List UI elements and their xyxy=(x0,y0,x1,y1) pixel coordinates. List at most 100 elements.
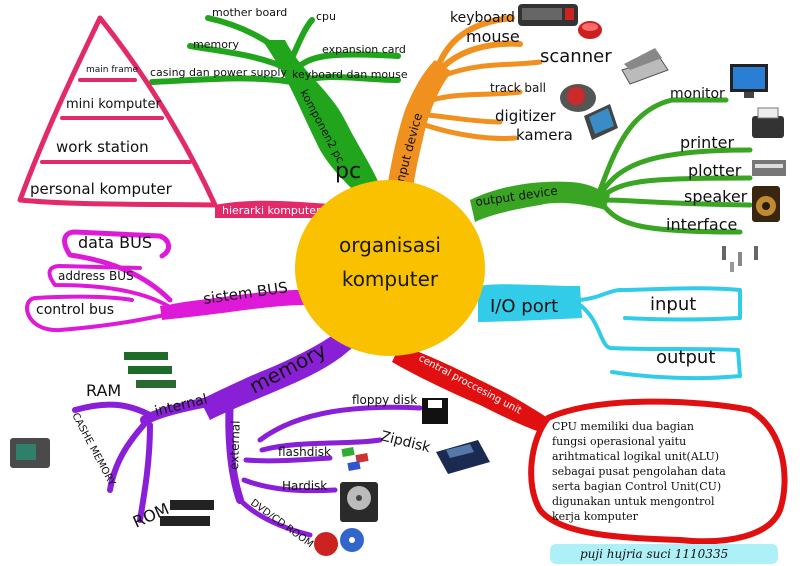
pc-label: pc xyxy=(335,159,361,184)
output-twig-interface xyxy=(601,203,743,235)
input-item-keyboard: keyboard xyxy=(450,10,515,26)
hierarchy-triangle xyxy=(17,15,218,208)
hierarchy-level-personal: personal komputer xyxy=(30,180,173,198)
io-bracket-output xyxy=(578,303,742,381)
output-twig-speaker xyxy=(603,197,753,208)
memory-item-cashe: CASHE MEMORY xyxy=(69,411,117,489)
pc-branch: mother board cpu memory expansion card c… xyxy=(149,6,408,198)
hierarchy-level-mini: mini komputer xyxy=(66,97,162,112)
bus-twig-address xyxy=(47,264,170,308)
output-branch: monitor printer plotter speaker interfac… xyxy=(470,64,786,272)
cpu-desc-line-2: fungsi operasional yaitu xyxy=(552,435,686,448)
io-item-input: input xyxy=(650,294,696,315)
pc-twig-memory xyxy=(187,43,293,73)
interface-cables-icon xyxy=(722,246,758,272)
ram-icon xyxy=(124,352,176,388)
input-item-kamera: kamera xyxy=(516,126,573,144)
monitor-icon xyxy=(730,64,768,98)
memory-external-flash xyxy=(243,455,333,464)
memory-item-zipdisk: Zipdisk xyxy=(379,428,433,456)
cpu-trunk xyxy=(392,345,548,432)
flashdisk-icon xyxy=(341,447,369,471)
author-text: puji hujria suci 1110335 xyxy=(580,547,728,561)
rom-chip-icon xyxy=(160,500,214,526)
io-trunk xyxy=(478,284,582,322)
hardisk-icon xyxy=(340,482,378,522)
trackball-icon xyxy=(560,84,596,112)
memory-internal-label: internal xyxy=(153,391,209,420)
memory-item-floppy: floppy disk xyxy=(352,393,417,407)
output-item-printer: printer xyxy=(680,133,734,152)
input-branch: keyboard mouse scanner track ball digiti… xyxy=(385,4,669,205)
cpu-desc-line-7: kerja komputer xyxy=(552,510,639,523)
author-tag: puji hujria suci 1110335 xyxy=(550,544,778,564)
author-tag-background xyxy=(550,544,778,564)
bus-trunk xyxy=(160,290,305,320)
center-title-line-2: komputer xyxy=(342,267,439,291)
digitizer-icon xyxy=(584,104,618,140)
cpu-desc-line-1: CPU memiliki dua bagian xyxy=(552,420,694,433)
scanner-icon xyxy=(621,48,669,85)
memory-internal-cashe xyxy=(107,417,151,493)
input-twig-trackball xyxy=(429,89,523,103)
plotter-icon xyxy=(752,160,786,176)
input-twig-kamera xyxy=(422,122,518,141)
memory-item-ram: RAM xyxy=(86,381,121,400)
bus-branch: sistem BUS data BUS address BUS control … xyxy=(25,229,305,333)
zipdisk-icon xyxy=(436,440,490,474)
cpu-desc-line-6: digunakan untuk mengontrol xyxy=(552,495,715,508)
io-label: I/O port xyxy=(490,296,558,317)
cpu-description-bubble xyxy=(528,398,788,545)
center-circle xyxy=(295,180,485,356)
pc-item-cpu: cpu xyxy=(316,10,336,23)
pc-twig-cpu xyxy=(289,17,315,61)
memory-internal-ram xyxy=(72,401,153,418)
input-item-trackball: track ball xyxy=(490,81,546,95)
bus-twig-control xyxy=(25,294,167,333)
pc-item-casing: casing dan power supply xyxy=(150,66,287,79)
input-item-digitizer: digitizer xyxy=(495,107,557,125)
floppy-disk-icon xyxy=(422,398,448,424)
input-item-mouse: mouse xyxy=(466,27,520,46)
memory-item-hardisk: Hardisk xyxy=(282,479,327,493)
hierarchy-level-mainframe: main frame xyxy=(86,65,138,75)
hierarchy-level-workstation: work station xyxy=(56,138,149,156)
pc-twig-motherboard xyxy=(205,15,293,63)
input-twig-keyboard xyxy=(437,15,515,65)
memory-external-hardisk xyxy=(241,477,338,494)
output-trunk xyxy=(470,181,610,222)
bus-item-control: control bus xyxy=(36,302,114,318)
cpu-desc-line-5: serta bagian Control Unit(CU) xyxy=(552,480,721,493)
input-twig-mouse xyxy=(439,40,523,71)
memory-item-dvd: DVD/CD ROOM xyxy=(248,498,315,551)
input-trunk xyxy=(385,60,452,205)
input-twig-digitizer xyxy=(425,112,503,125)
output-item-plotter: plotter xyxy=(688,161,742,180)
dvd-icon xyxy=(314,528,364,556)
pc-twig-expansion xyxy=(292,51,401,73)
io-item-output: output xyxy=(656,347,715,368)
cpu-branch: central proccesing unit CPU memiliki dua… xyxy=(392,345,788,545)
cashe-memory-icon xyxy=(10,438,50,468)
output-item-interface: interface xyxy=(666,215,737,234)
speaker-icon xyxy=(752,186,780,222)
memory-external-dvd xyxy=(237,497,313,538)
memory-item-flashdisk: flashdisk xyxy=(278,445,331,459)
memory-internal-rom xyxy=(137,422,153,523)
pc-twig-keyboard xyxy=(295,73,401,85)
output-item-speaker: speaker xyxy=(684,187,748,206)
bus-item-address: address BUS xyxy=(58,269,134,283)
memory-external-stem xyxy=(225,396,244,504)
memory-external-label: external xyxy=(227,420,243,470)
memory-item-rom: ROM xyxy=(130,499,172,532)
output-twig-plotter xyxy=(601,175,753,198)
output-twig-printer xyxy=(599,147,753,195)
pc-item-keyboard-mouse: keyboard dan mouse xyxy=(292,68,408,81)
pc-twig-casing xyxy=(149,75,295,85)
input-item-scanner: scanner xyxy=(540,46,612,67)
center-title-line-1: organisasi xyxy=(339,233,441,257)
bus-twig-data xyxy=(62,229,173,303)
memory-external-floppy xyxy=(257,404,423,443)
cpu-desc-line-3: arihtmatical logikal unit(ALU) xyxy=(552,450,719,463)
